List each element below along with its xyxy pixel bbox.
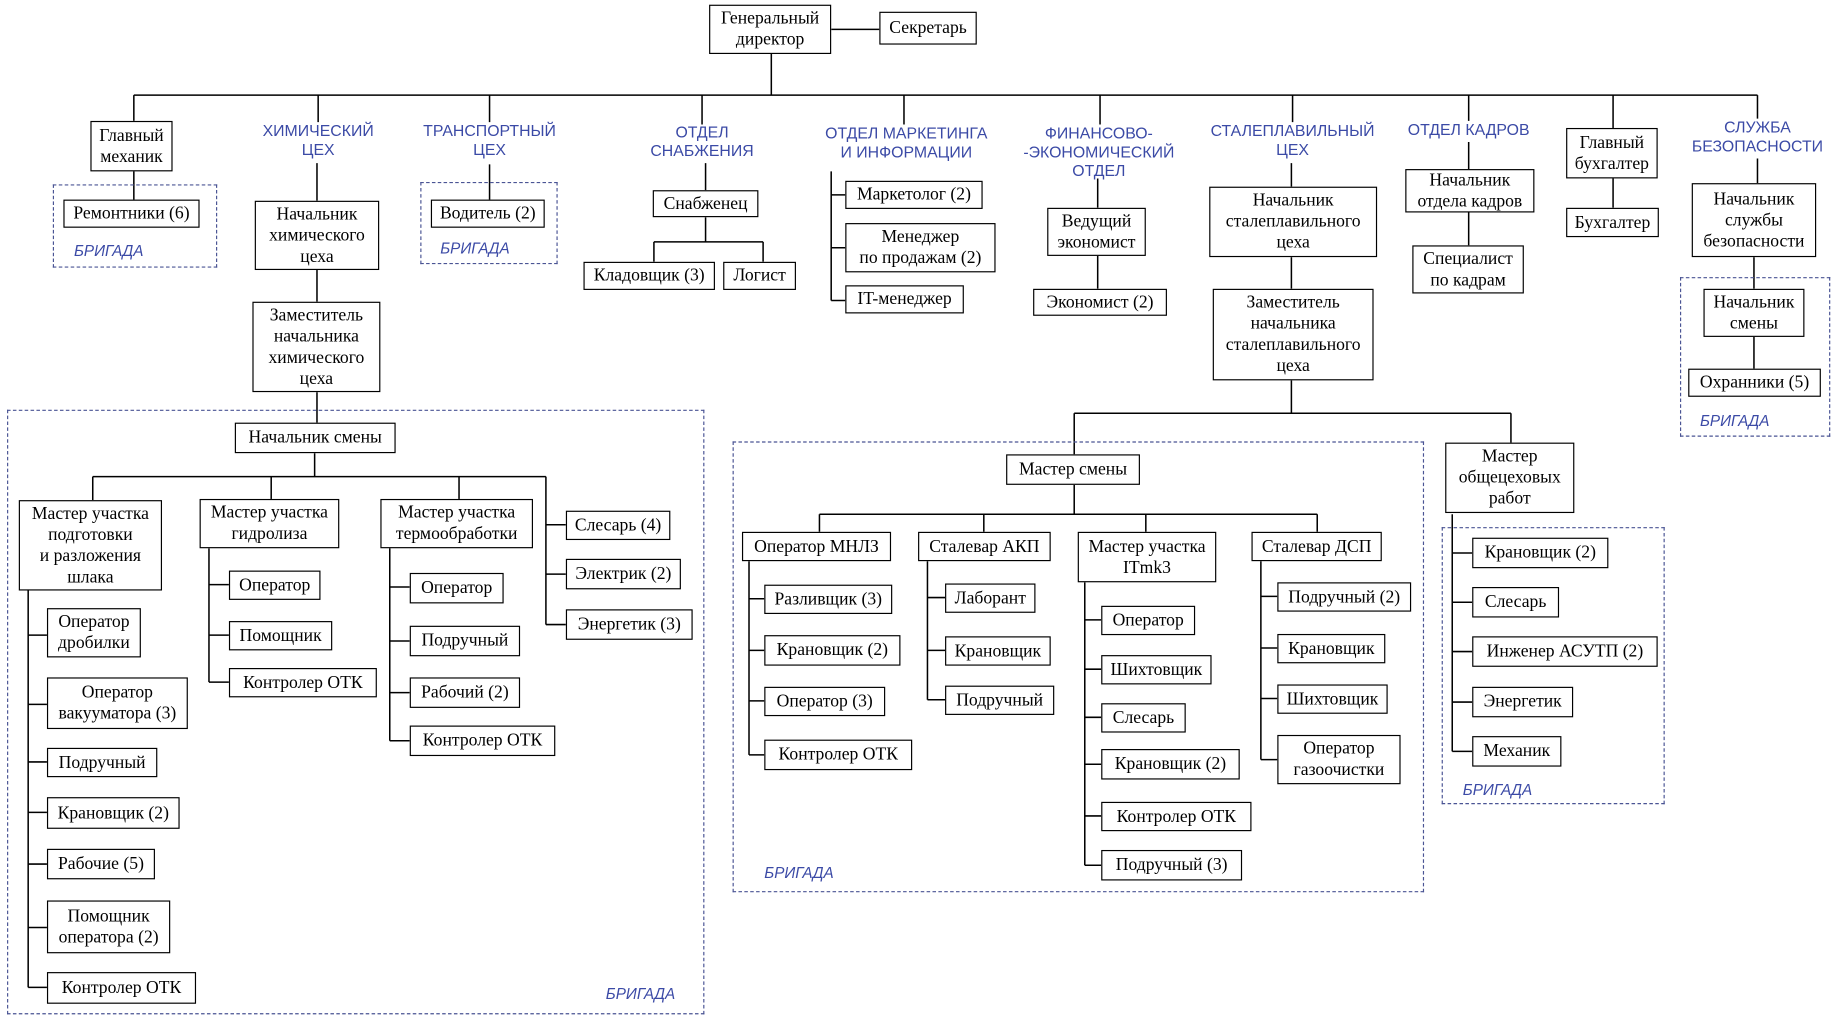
steel-staff-box: Крановщик: [1277, 633, 1386, 664]
dept-chemical-label: ХИМИЧЕСКИЙ ЦЕХ: [262, 122, 374, 159]
chem-head-box: Начальник химического цеха: [254, 200, 380, 271]
chem-master-hydrolysis-box: Мастер участка гидролиза: [199, 498, 340, 549]
chem-deputy-box: Заместитель начальника химического цеха: [252, 301, 381, 393]
chem-staff-box: Электрик (2): [565, 558, 681, 590]
steel-staff-box: Слесарь: [1101, 703, 1186, 733]
dept-marketing-label: ОТДЕЛ МАРКЕТИНГА И ИНФОРМАЦИИ: [825, 124, 988, 161]
brigade-frame-mechanic: [52, 184, 218, 268]
steel-staff-box: Контролер ОТК: [764, 739, 913, 771]
chem-staff-box: Контролер ОТК: [409, 725, 556, 757]
repairmen-box: Ремонтники (6): [63, 199, 200, 228]
brigade-frame-security: [1679, 277, 1831, 437]
chem-staff-box: Оператор вакууматора (3): [46, 677, 188, 730]
brigade-frame-steel: [732, 441, 1425, 893]
brigade-label: БРИГАДА: [1462, 780, 1533, 799]
steel-staff-box: Шихтовщик: [1101, 655, 1212, 685]
marketer-box: Маркетолог (2): [845, 180, 983, 209]
steel-staff-box: Оператор газоочистки: [1277, 734, 1401, 785]
steel-staff-box: Крановщик: [945, 636, 1051, 666]
steel-staff-box: Крановщик (2): [1101, 749, 1240, 780]
hr-specialist-box: Специалист по кадрам: [1412, 245, 1524, 294]
chief-mechanic-box: Главный механик: [90, 120, 173, 172]
steel-staff-box: Подручный (3): [1101, 849, 1243, 881]
sales-manager-box: Менеджер по продажам (2): [845, 223, 996, 273]
security-head-box: Начальник службы безопасности: [1691, 183, 1817, 258]
brigade-frame-general-works: [1441, 527, 1665, 805]
chem-staff-box: Оператор: [228, 570, 321, 600]
steel-staff-box: Подручный (2): [1277, 582, 1412, 612]
steel-staff-box: Крановщик (2): [764, 635, 901, 666]
dept-security-label: СЛУЖБА БЕЗОПАСНОСТИ: [1691, 118, 1824, 155]
it-manager-box: IT-менеджер: [845, 285, 964, 314]
dept-hr-label: ОТДЕЛ КАДРОВ: [1407, 120, 1530, 139]
steel-section-mnlz-box: Оператор МНЛЗ: [741, 531, 892, 562]
general-director-box: Генеральный директор: [709, 4, 832, 55]
steel-staff-box: Разливщик (3): [764, 584, 893, 615]
brigade-label: БРИГАДА: [605, 984, 676, 1003]
steel-section-dsp-box: Сталевар ДСП: [1251, 531, 1382, 562]
chem-staff-box: Подручный: [46, 747, 158, 778]
brigade-frame-transport: [420, 181, 558, 265]
chem-staff-box: Энергетик (3): [565, 609, 693, 640]
supplier-box: Снабженец: [652, 190, 759, 218]
chem-staff-box: Контролер ОТК: [46, 972, 197, 1004]
chem-staff-box: Слесарь (4): [565, 510, 671, 541]
general-works-staff-box: Энергетик: [1472, 686, 1574, 718]
chem-staff-box: Оператор дробилки: [46, 608, 141, 658]
steel-staff-box: Подручный: [945, 685, 1055, 715]
accountant-box: Бухгалтер: [1566, 207, 1659, 238]
steel-general-master-box: Мастер общецеховых работ: [1445, 442, 1575, 514]
general-works-staff-box: Инженер АСУТП (2): [1472, 636, 1658, 667]
chief-accountant-box: Главный бухгалтер: [1566, 127, 1658, 179]
chem-master-heat-box: Мастер участка термообработки: [380, 498, 533, 549]
steel-staff-box: Шихтовщик: [1277, 684, 1388, 714]
chem-shift-head-box: Начальник смены: [234, 422, 396, 454]
logistician-box: Логист: [723, 261, 796, 290]
steel-staff-box: Контролер ОТК: [1101, 801, 1252, 832]
chem-staff-box: Оператор: [409, 572, 504, 604]
general-works-staff-box: Слесарь: [1472, 587, 1560, 618]
chem-staff-box: Рабочие (5): [46, 848, 155, 880]
chem-staff-box: Контролер ОТК: [228, 668, 377, 698]
brigade-frame-chemical: [7, 409, 705, 1015]
dept-finance-label: ФИНАНСОВО- -ЭКОНОМИЧЕСКИЙ ОТДЕЛ: [1023, 124, 1175, 180]
hr-head-box: Начальник отдела кадров: [1405, 169, 1535, 213]
dept-transport-label: ТРАНСПОРТНЫЙ ЦЕХ: [423, 122, 556, 159]
steel-section-akp-box: Сталевар АКП: [918, 531, 1051, 562]
storekeeper-box: Кладовщик (3): [583, 261, 715, 290]
security-shift-head-box: Начальник смены: [1703, 288, 1805, 337]
brigade-label: БРИГАДА: [440, 239, 510, 258]
general-works-staff-box: Крановщик (2): [1472, 537, 1609, 569]
guards-box: Охранники (5): [1688, 368, 1821, 397]
steel-staff-box: Лаборант: [945, 583, 1036, 613]
driver-box: Водитель (2): [430, 199, 545, 228]
steel-section-itmk3-box: Мастер участка ITmk3: [1077, 531, 1217, 583]
chem-staff-box: Подручный: [409, 625, 521, 657]
chem-staff-box: Рабочий (2): [409, 677, 521, 708]
dept-steel-label: СТАЛЕПЛАВИЛЬНЫЙ ЦЕХ: [1210, 122, 1375, 159]
general-works-staff-box: Механик: [1472, 736, 1562, 767]
lead-economist-box: Ведущий экономист: [1047, 207, 1146, 256]
steel-deputy-box: Заместитель начальника сталеплавильного …: [1212, 288, 1374, 381]
steel-staff-box: Оператор (3): [764, 686, 886, 717]
steel-shift-master-box: Мастер смены: [1006, 454, 1140, 485]
steel-staff-box: Оператор: [1101, 605, 1196, 636]
chem-staff-box: Крановщик (2): [46, 797, 180, 829]
secretary-box: Секретарь: [879, 11, 977, 45]
dept-supply-label: ОТДЕЛ СНАБЖЕНИЯ: [650, 123, 754, 160]
brigade-label: БРИГАДА: [73, 241, 144, 260]
economist-box: Экономист (2): [1033, 288, 1167, 316]
brigade-label: БРИГАДА: [764, 864, 834, 882]
chem-master-slag-box: Мастер участка подготовки и разложения ш…: [18, 500, 163, 591]
chem-staff-box: Помощник оператора (2): [46, 900, 171, 954]
brigade-label: БРИГАДА: [1699, 412, 1770, 430]
steel-head-box: Начальник сталеплавильного цеха: [1209, 186, 1378, 258]
chem-staff-box: Помощник: [228, 621, 333, 651]
